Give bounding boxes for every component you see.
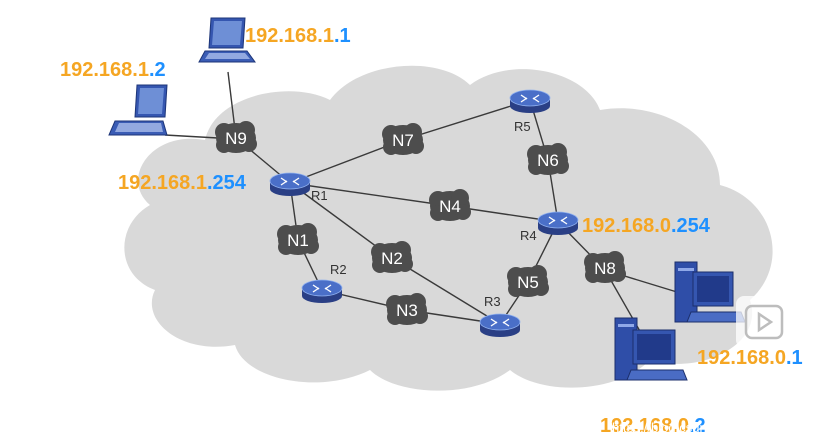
ip-label-r4-gateway: 192.168.0.254: [582, 215, 711, 237]
network-label-n5: N5: [517, 273, 539, 292]
desktop-pc-2[interactable]: [614, 317, 688, 381]
ip-labels: 192.168.1.1 192.168.1.2 192.168.1.254 19…: [60, 25, 803, 437]
router-r2[interactable]: [301, 279, 343, 304]
network-node-n6[interactable]: N6: [527, 143, 569, 175]
network-label-n1: N1: [287, 231, 309, 250]
video-play-button[interactable]: [736, 296, 792, 348]
network-label-n2: N2: [381, 249, 403, 268]
ip-label-r1-gateway: 192.168.1.254: [118, 172, 247, 194]
ip-label-pc2: 192.168.0.2: [600, 415, 706, 437]
router-r5[interactable]: [509, 89, 551, 114]
router-label-r2: R2: [330, 262, 347, 277]
watermark-text: https://blog.csdn.net/myx666: [612, 420, 777, 435]
router-label-r4: R4: [520, 228, 537, 243]
link-laptop2-n9: [164, 134, 219, 139]
network-node-n5[interactable]: N5: [507, 265, 549, 297]
link-r1-n4: [289, 182, 451, 207]
network-node-n4[interactable]: N4: [429, 189, 471, 221]
network-label-n9: N9: [225, 129, 247, 148]
routers: R1 R2 R3 R4 R5: [269, 89, 579, 338]
network-label-n3: N3: [396, 301, 418, 320]
network-node-n9[interactable]: N9: [215, 121, 257, 153]
desktop-computer-icon: [614, 317, 688, 381]
network-node-n2[interactable]: N2: [371, 241, 413, 273]
laptop-icon: [108, 84, 168, 136]
network-label-n8: N8: [594, 259, 616, 278]
ip-label-laptop2: 192.168.1.2: [60, 59, 166, 81]
router-icon: [509, 89, 551, 114]
network-cloud: [124, 65, 773, 391]
router-r4[interactable]: [537, 211, 579, 236]
network-label-n7: N7: [392, 131, 414, 150]
network-node-n1[interactable]: N1: [277, 223, 319, 255]
network-nodes: N9 N7 N6 N4 N1 N2 N5 N3 N8: [215, 121, 626, 325]
router-label-r3: R3: [484, 294, 501, 309]
router-label-r1: R1: [311, 188, 328, 203]
desktop-pc-1[interactable]: [674, 261, 746, 323]
laptop-1[interactable]: [198, 17, 256, 63]
router-icon: [537, 211, 579, 236]
network-label-n6: N6: [537, 151, 559, 170]
router-r1[interactable]: [269, 172, 311, 197]
laptop-icon: [198, 17, 256, 63]
ip-label-pc1: 192.168.0.1: [697, 347, 803, 369]
router-icon: [479, 313, 521, 338]
network-node-n7[interactable]: N7: [382, 123, 424, 155]
router-icon: [301, 279, 343, 304]
router-icon: [269, 172, 311, 197]
network-node-n3[interactable]: N3: [386, 293, 428, 325]
network-label-n4: N4: [439, 197, 461, 216]
network-node-n8[interactable]: N8: [584, 251, 626, 283]
desktop-computer-icon: [674, 261, 746, 323]
link-n7-r5: [402, 99, 531, 141]
laptop-2[interactable]: [108, 84, 168, 136]
router-label-r5: R5: [514, 119, 531, 134]
play-icon: [744, 304, 784, 340]
router-r3[interactable]: [479, 313, 521, 338]
ip-label-laptop1: 192.168.1.1: [245, 25, 351, 47]
